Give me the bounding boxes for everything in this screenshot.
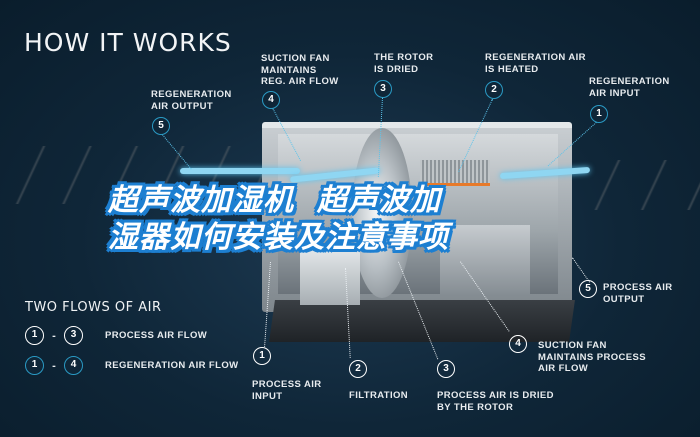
filter-panel [300, 250, 360, 305]
legend-dash: - [52, 329, 56, 342]
banner-line-2: 湿器如何安装及注意事项 [108, 220, 449, 255]
legend-label-regeneration: REGENERATION AIR FLOW [105, 360, 239, 371]
overlay-title-banner: 超声波加湿机 超声波加 湿器如何安装及注意事项 [108, 182, 608, 256]
legend-row-regeneration: 1 - 4 REGENERATION AIR FLOW [25, 356, 238, 375]
badge-reg-4: 4 [262, 91, 280, 109]
badge-proc-1: 1 [253, 347, 271, 365]
right-duct-pipe [575, 160, 700, 210]
page-title: HOW IT WORKS [24, 28, 232, 57]
badge-reg-5: 5 [152, 117, 170, 135]
legend-badge-to: 4 [64, 356, 83, 375]
badge-proc-5: 5 [579, 280, 597, 298]
badge-proc-4: 4 [509, 335, 527, 353]
badge-reg-3: 3 [374, 80, 392, 98]
label-filtration: FILTRATION [349, 390, 409, 401]
label-process-air-dried: PROCESS AIR IS DRIED BY THE ROTOR [437, 390, 554, 413]
left-duct-pipe [0, 146, 300, 204]
label-process-air-output: PROCESS AIR OUTPUT [603, 282, 673, 305]
legend-title: TWO FLOWS OF AIR [25, 300, 162, 315]
leader-line-proc-5 [572, 257, 591, 283]
label-regen-air-input: REGENERATION AIR INPUT [589, 76, 670, 99]
label-suction-fan-process: SUCTION FAN MAINTAINS PROCESS AIR FLOW [538, 340, 646, 374]
badge-proc-2: 2 [349, 360, 367, 378]
legend-badge-from: 1 [25, 356, 44, 375]
legend-badge-to: 3 [64, 326, 83, 345]
label-regeneration-air-output: REGENERATION AIR OUTPUT [151, 89, 232, 112]
regeneration-airflow-left [180, 168, 300, 174]
badge-reg-1: 1 [590, 105, 608, 123]
desiccant-rotor [352, 128, 412, 298]
legend-row-process: 1 - 3 PROCESS AIR FLOW [25, 326, 207, 345]
label-rotor-dried: THE ROTOR IS DRIED [374, 52, 434, 75]
legend-badge-from: 1 [25, 326, 44, 345]
badge-proc-3: 3 [437, 360, 455, 378]
heater-element [420, 160, 490, 186]
process-fan-housing [440, 225, 530, 295]
legend-dash: - [52, 359, 56, 372]
label-suction-fan-reg: SUCTION FAN MAINTAINS REG. AIR FLOW [261, 53, 339, 87]
label-process-air-input: PROCESS AIR INPUT [252, 379, 322, 402]
banner-line-1: 超声波加湿机 超声波加 [108, 183, 441, 218]
badge-reg-2: 2 [485, 81, 503, 99]
label-regen-air-heated: REGENERATION AIR IS HEATED [485, 52, 586, 75]
legend-label-process: PROCESS AIR FLOW [105, 330, 208, 341]
